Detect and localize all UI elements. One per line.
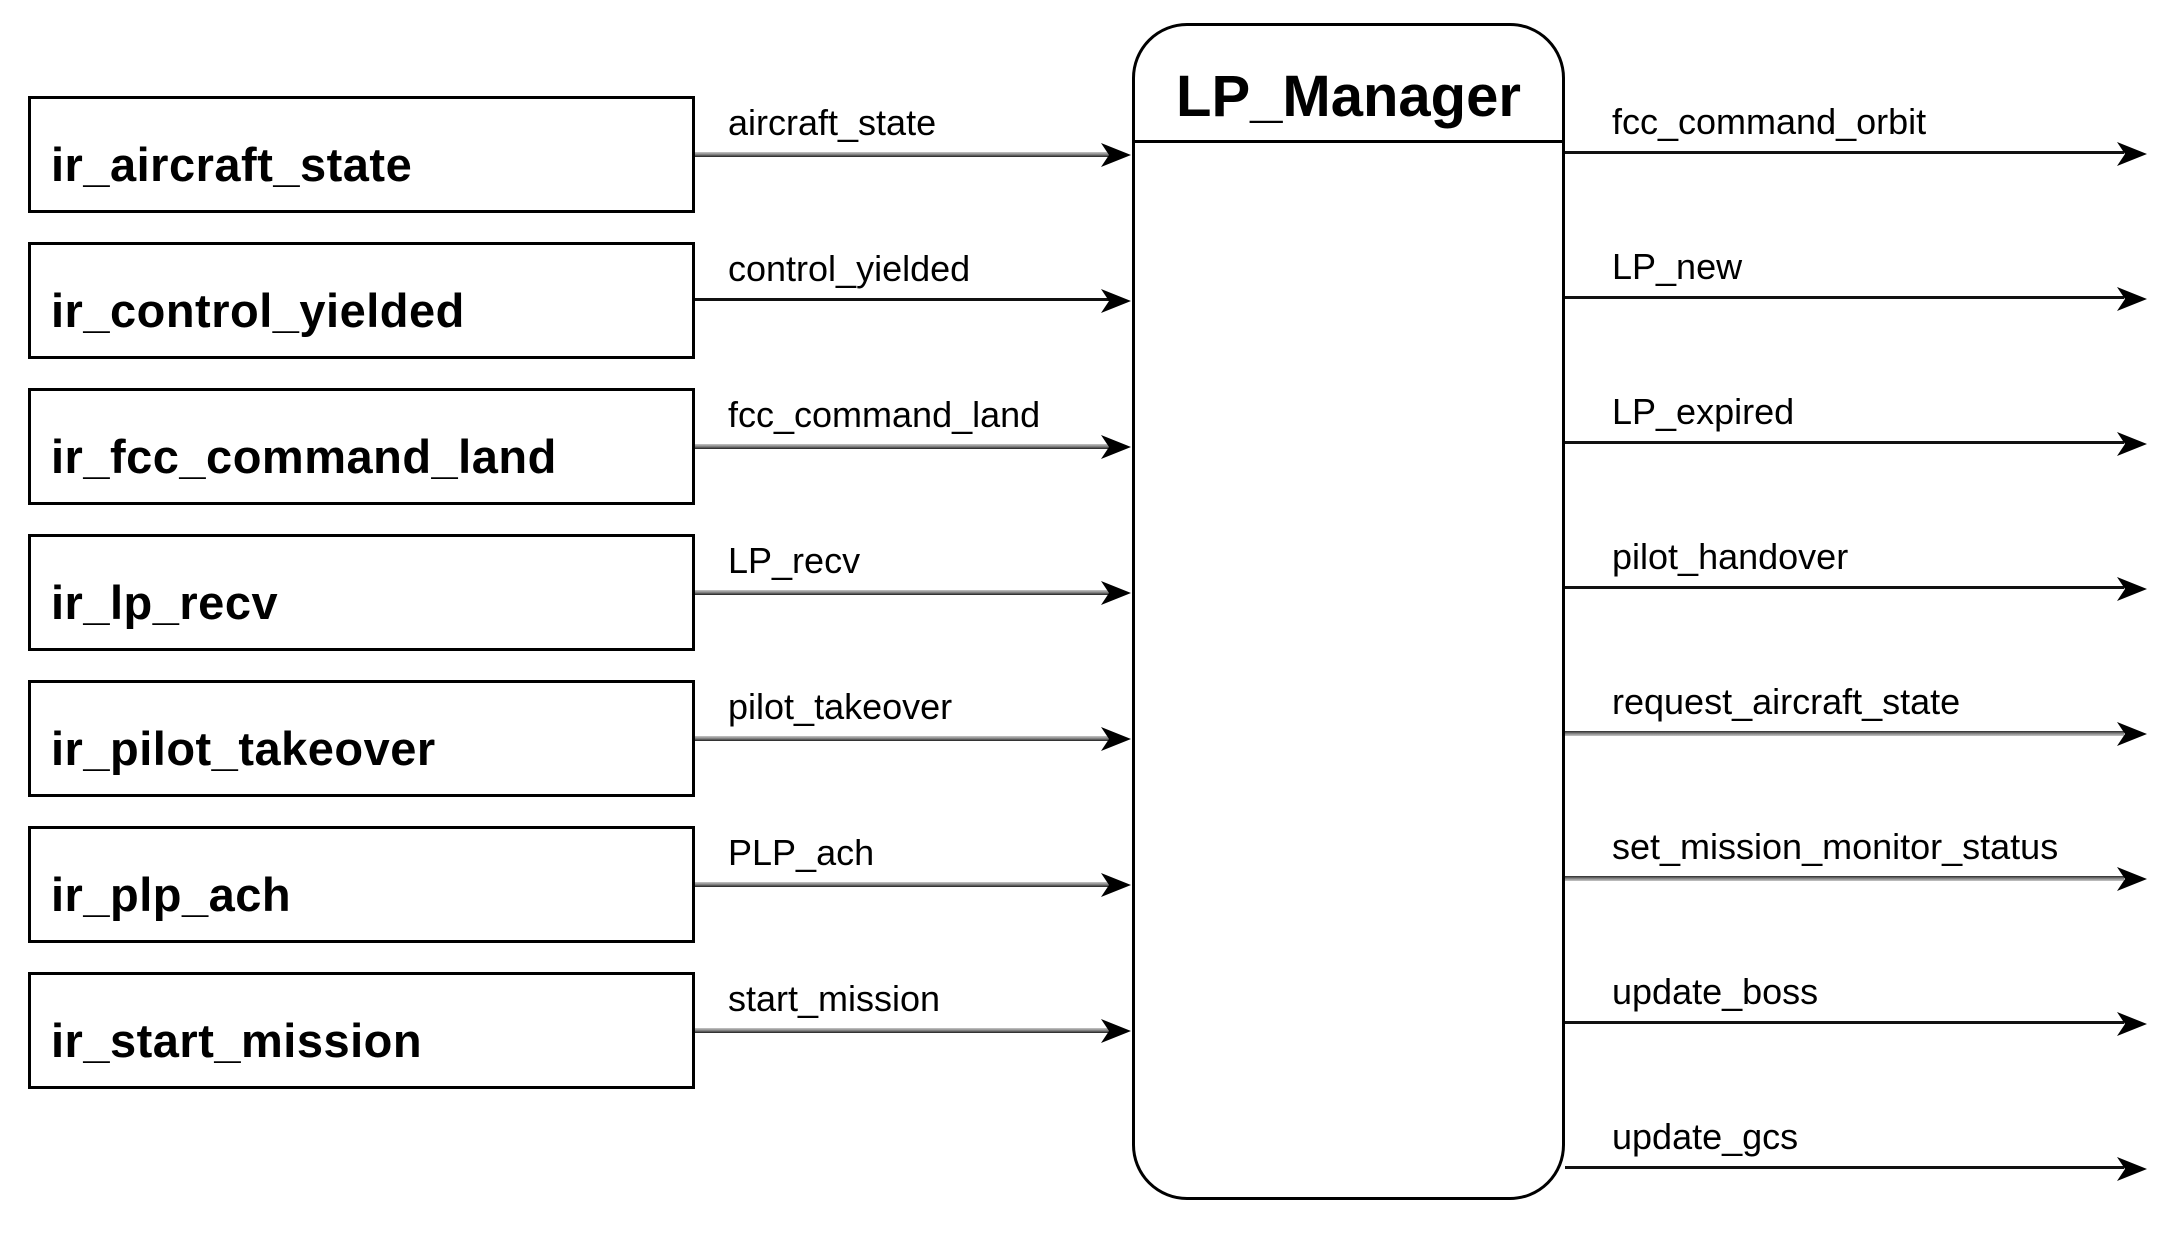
input-line-fcc-command-land <box>695 444 1110 449</box>
component-title-divider <box>1135 140 1562 143</box>
source-box-label: ir_fcc_command_land <box>51 430 557 483</box>
source-box-ir-aircraft-state: ir_aircraft_state <box>28 96 695 213</box>
input-signal-label: PLP_ach <box>728 832 875 873</box>
input-signal-label: control_yielded <box>728 248 971 289</box>
input-signal-label: pilot_takeover <box>728 686 953 727</box>
output-signal-label: update_boss <box>1612 971 1819 1012</box>
arrow-right-icon <box>2117 1157 2147 1181</box>
output-signal-label: pilot_handover <box>1612 536 1849 577</box>
input-line-plp-ach <box>695 882 1110 887</box>
arrow-right-icon <box>1101 289 1131 313</box>
input-signal-label: aircraft_state <box>728 102 937 143</box>
output-line-lp-expired <box>1565 441 2124 444</box>
input-signal-label: fcc_command_land <box>728 394 1041 435</box>
output-signal-label: fcc_command_orbit <box>1612 101 1927 142</box>
source-box-label: ir_control_yielded <box>51 284 465 337</box>
source-box-ir-control-yielded: ir_control_yielded <box>28 242 695 359</box>
output-line-update-boss <box>1565 1021 2124 1024</box>
arrow-right-icon <box>2117 722 2147 746</box>
output-signal-label: update_gcs <box>1612 1116 1799 1157</box>
component-title: LP_Manager <box>1176 63 1521 129</box>
source-box-label: ir_aircraft_state <box>51 138 413 191</box>
output-line-fcc-command-orbit <box>1565 151 2124 154</box>
arrow-right-icon <box>2117 1012 2147 1036</box>
output-line-pilot-handover <box>1565 586 2124 589</box>
arrow-right-icon <box>2117 142 2147 166</box>
source-box-ir-start-mission: ir_start_mission <box>28 972 695 1089</box>
arrow-right-icon <box>1101 1019 1131 1043</box>
arrow-right-icon <box>1101 873 1131 897</box>
output-signal-label: LP_new <box>1612 246 1743 287</box>
source-box-ir-pilot-takeover: ir_pilot_takeover <box>28 680 695 797</box>
input-line-start-mission <box>695 1028 1110 1033</box>
output-line-update-gcs <box>1565 1166 2124 1169</box>
output-signal-label: request_aircraft_state <box>1612 681 1961 722</box>
output-line-request-aircraft-state <box>1565 731 2124 736</box>
source-box-ir-lp-recv: ir_lp_recv <box>28 534 695 651</box>
input-signal-label: LP_recv <box>728 540 861 581</box>
arrow-right-icon <box>1101 581 1131 605</box>
input-line-pilot-takeover <box>695 736 1110 741</box>
source-box-label: ir_plp_ach <box>51 868 292 921</box>
arrow-right-icon <box>2117 287 2147 311</box>
component-box-lp-manager: LP_Manager <box>1132 23 1565 1200</box>
arrow-right-icon <box>2117 867 2147 891</box>
source-box-label: ir_start_mission <box>51 1014 423 1067</box>
output-signal-label: LP_expired <box>1612 391 1795 432</box>
source-box-ir-fcc-command-land: ir_fcc_command_land <box>28 388 695 505</box>
source-box-label: ir_lp_recv <box>51 576 279 629</box>
source-box-label: ir_pilot_takeover <box>51 722 436 775</box>
arrow-right-icon <box>1101 435 1131 459</box>
arrow-right-icon <box>1101 727 1131 751</box>
input-signal-label: start_mission <box>728 978 941 1019</box>
output-line-set-mission-monitor-status <box>1565 876 2124 881</box>
source-box-ir-plp-ach: ir_plp_ach <box>28 826 695 943</box>
arrow-right-icon <box>2117 432 2147 456</box>
output-line-lp-new <box>1565 296 2124 299</box>
output-signal-label: set_mission_monitor_status <box>1612 826 2059 867</box>
input-line-control-yielded <box>695 298 1110 301</box>
input-line-lp-recv <box>695 590 1110 595</box>
arrow-right-icon <box>2117 577 2147 601</box>
arrow-right-icon <box>1101 143 1131 167</box>
input-line-aircraft-state <box>695 152 1110 157</box>
